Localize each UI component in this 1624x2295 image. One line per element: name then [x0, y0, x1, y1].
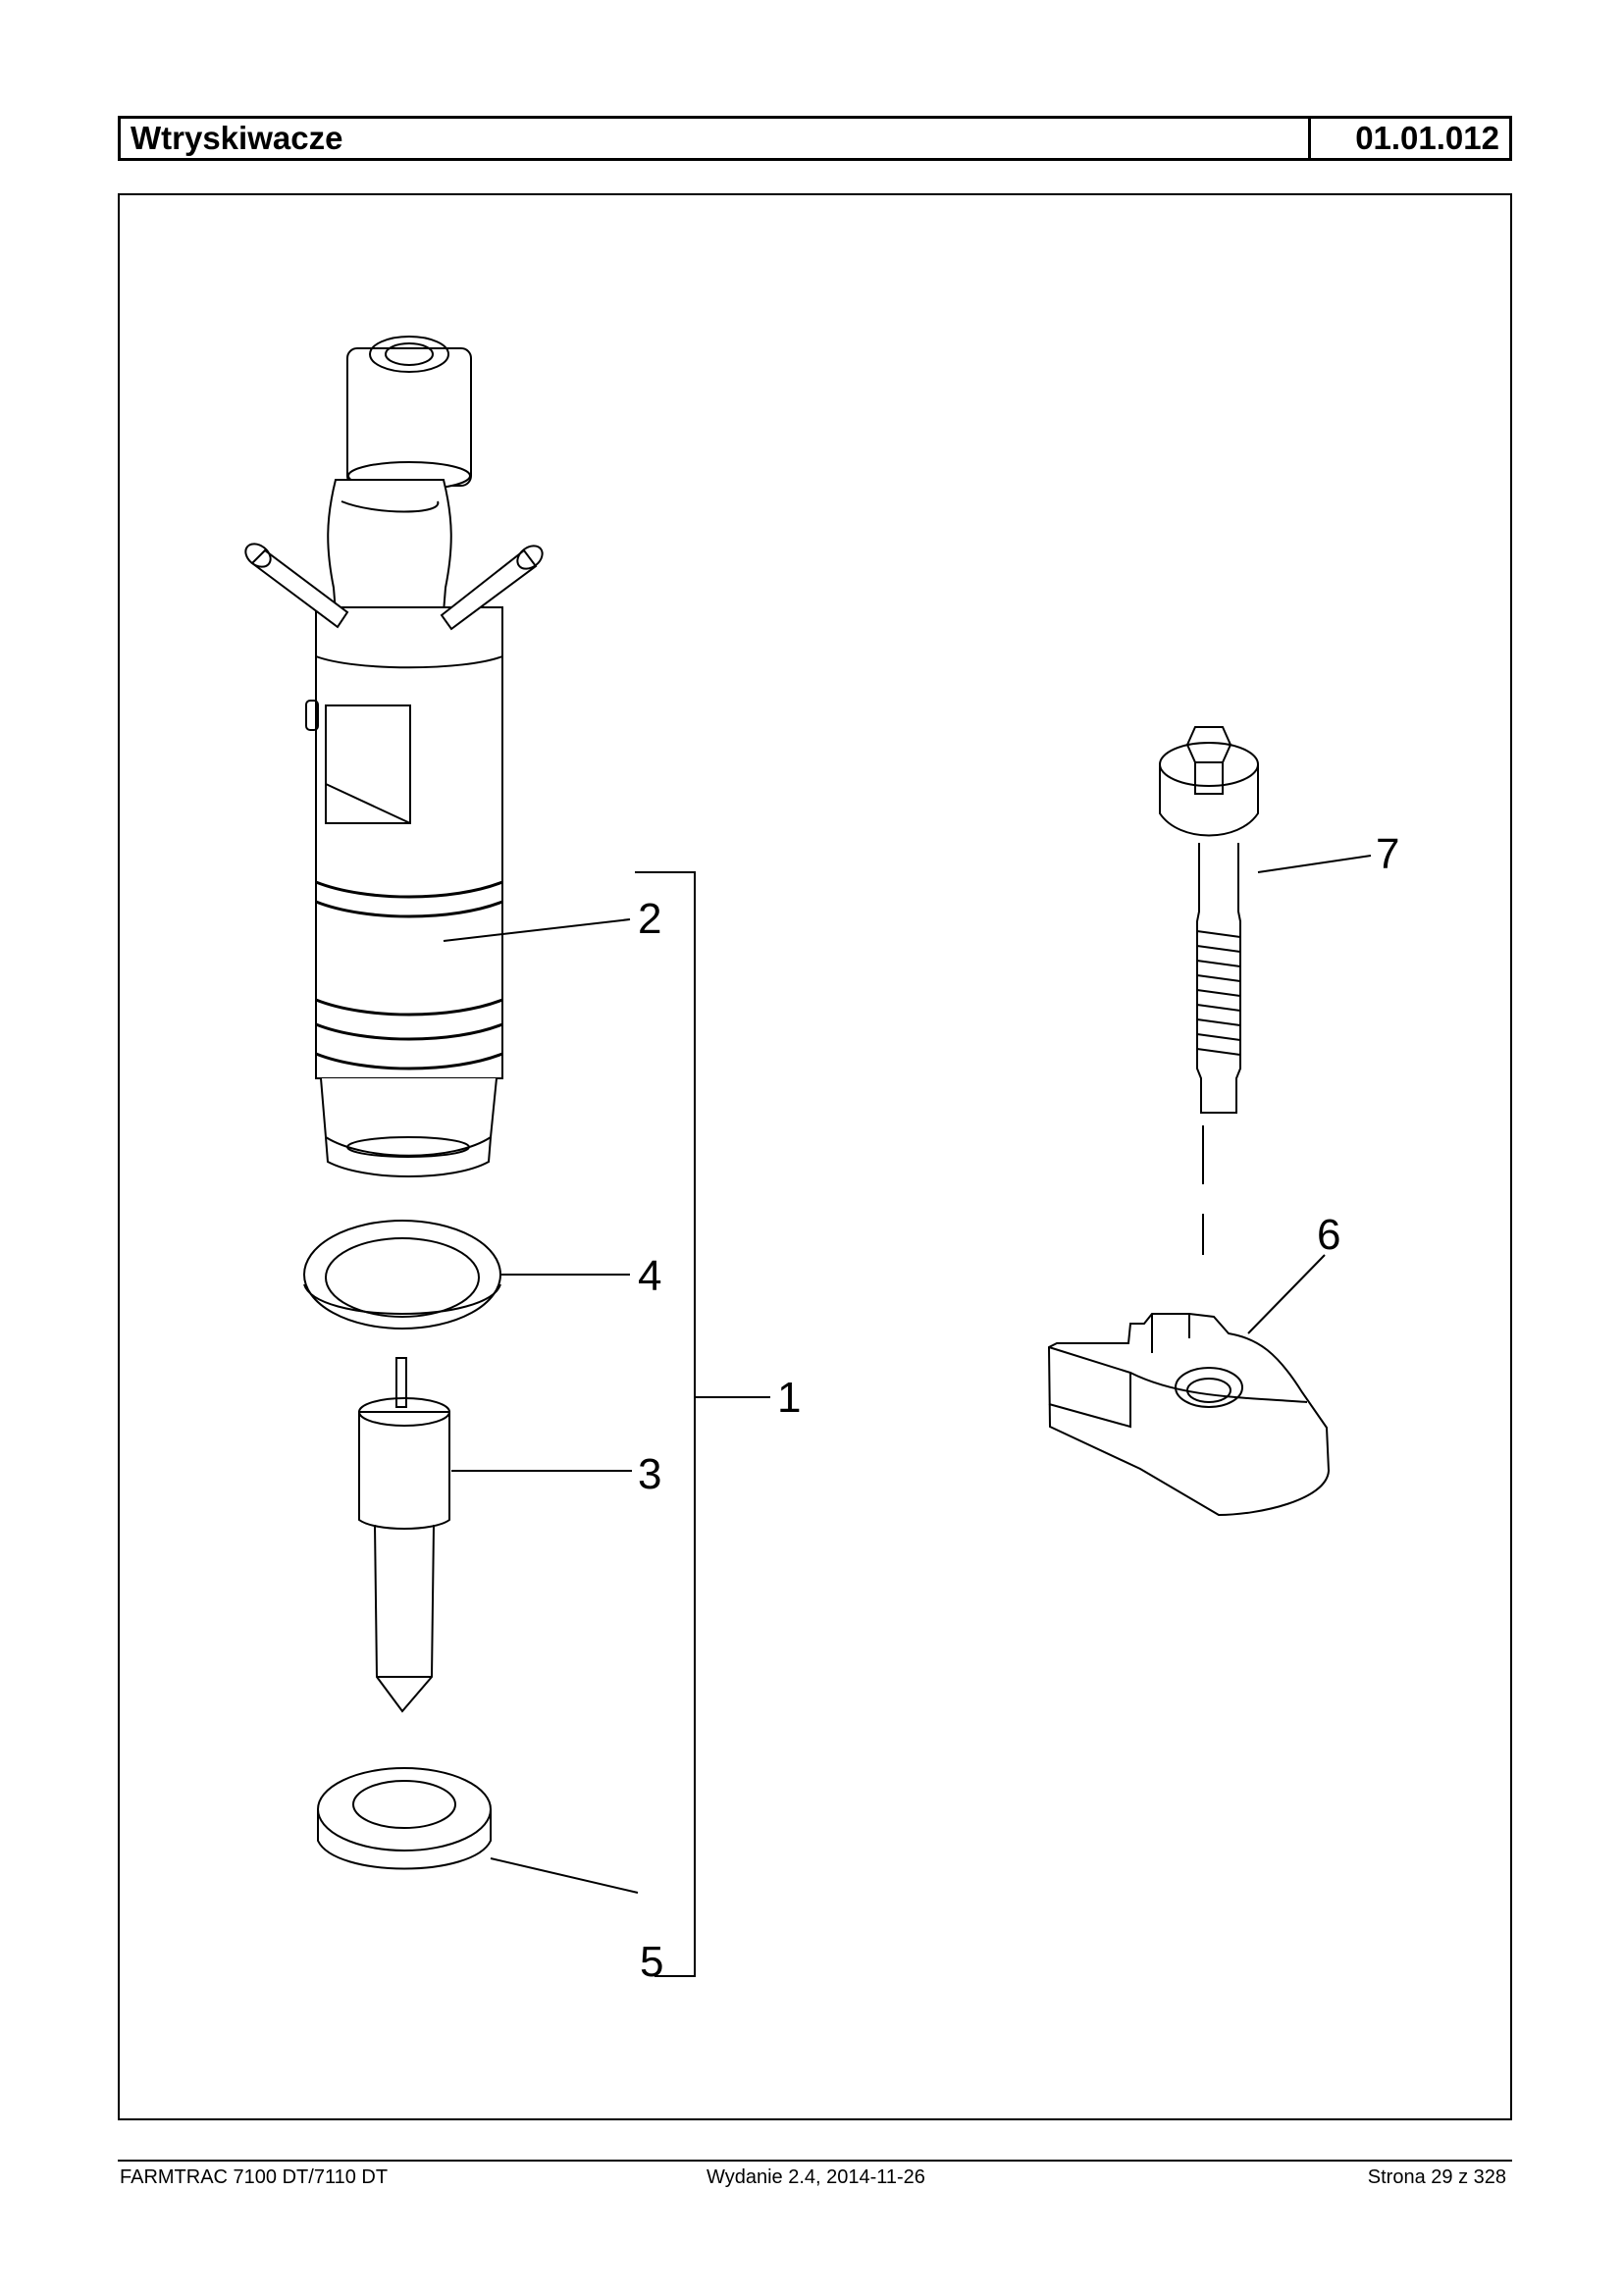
callout-5: 5	[640, 1938, 663, 1986]
parts-diagram: 2 4 3 5 1 7 6	[118, 193, 1512, 2120]
callout-2: 2	[638, 895, 661, 943]
page-title: Wtryskiwacze	[131, 120, 343, 156]
callout-6: 6	[1317, 1211, 1340, 1259]
leader-lines	[443, 855, 1372, 1977]
footer-divider	[118, 2160, 1512, 2162]
footer-edition: Wydanie 2.4, 2014-11-26	[707, 2166, 925, 2188]
bolt	[1159, 726, 1259, 1255]
footer-model: FARMTRAC 7100 DT/7110 DT	[120, 2166, 389, 2188]
section-code: 01.01.012	[1308, 119, 1509, 158]
callout-7: 7	[1376, 830, 1399, 878]
footer-page-number: Strona 29 z 328	[1367, 2166, 1506, 2188]
seal-ring	[303, 1220, 501, 1330]
callout-3: 3	[638, 1450, 661, 1498]
washer	[317, 1767, 492, 1870]
callout-4: 4	[638, 1252, 661, 1300]
nozzle	[358, 1357, 450, 1713]
clamp	[1047, 1313, 1331, 1517]
page-header: Wtryskiwacze 01.01.012	[118, 116, 1512, 161]
page-footer: FARMTRAC 7100 DT/7110 DT Wydanie 2.4, 20…	[118, 2166, 1512, 2196]
injector-body	[244, 336, 544, 1177]
callout-1: 1	[777, 1374, 801, 1422]
